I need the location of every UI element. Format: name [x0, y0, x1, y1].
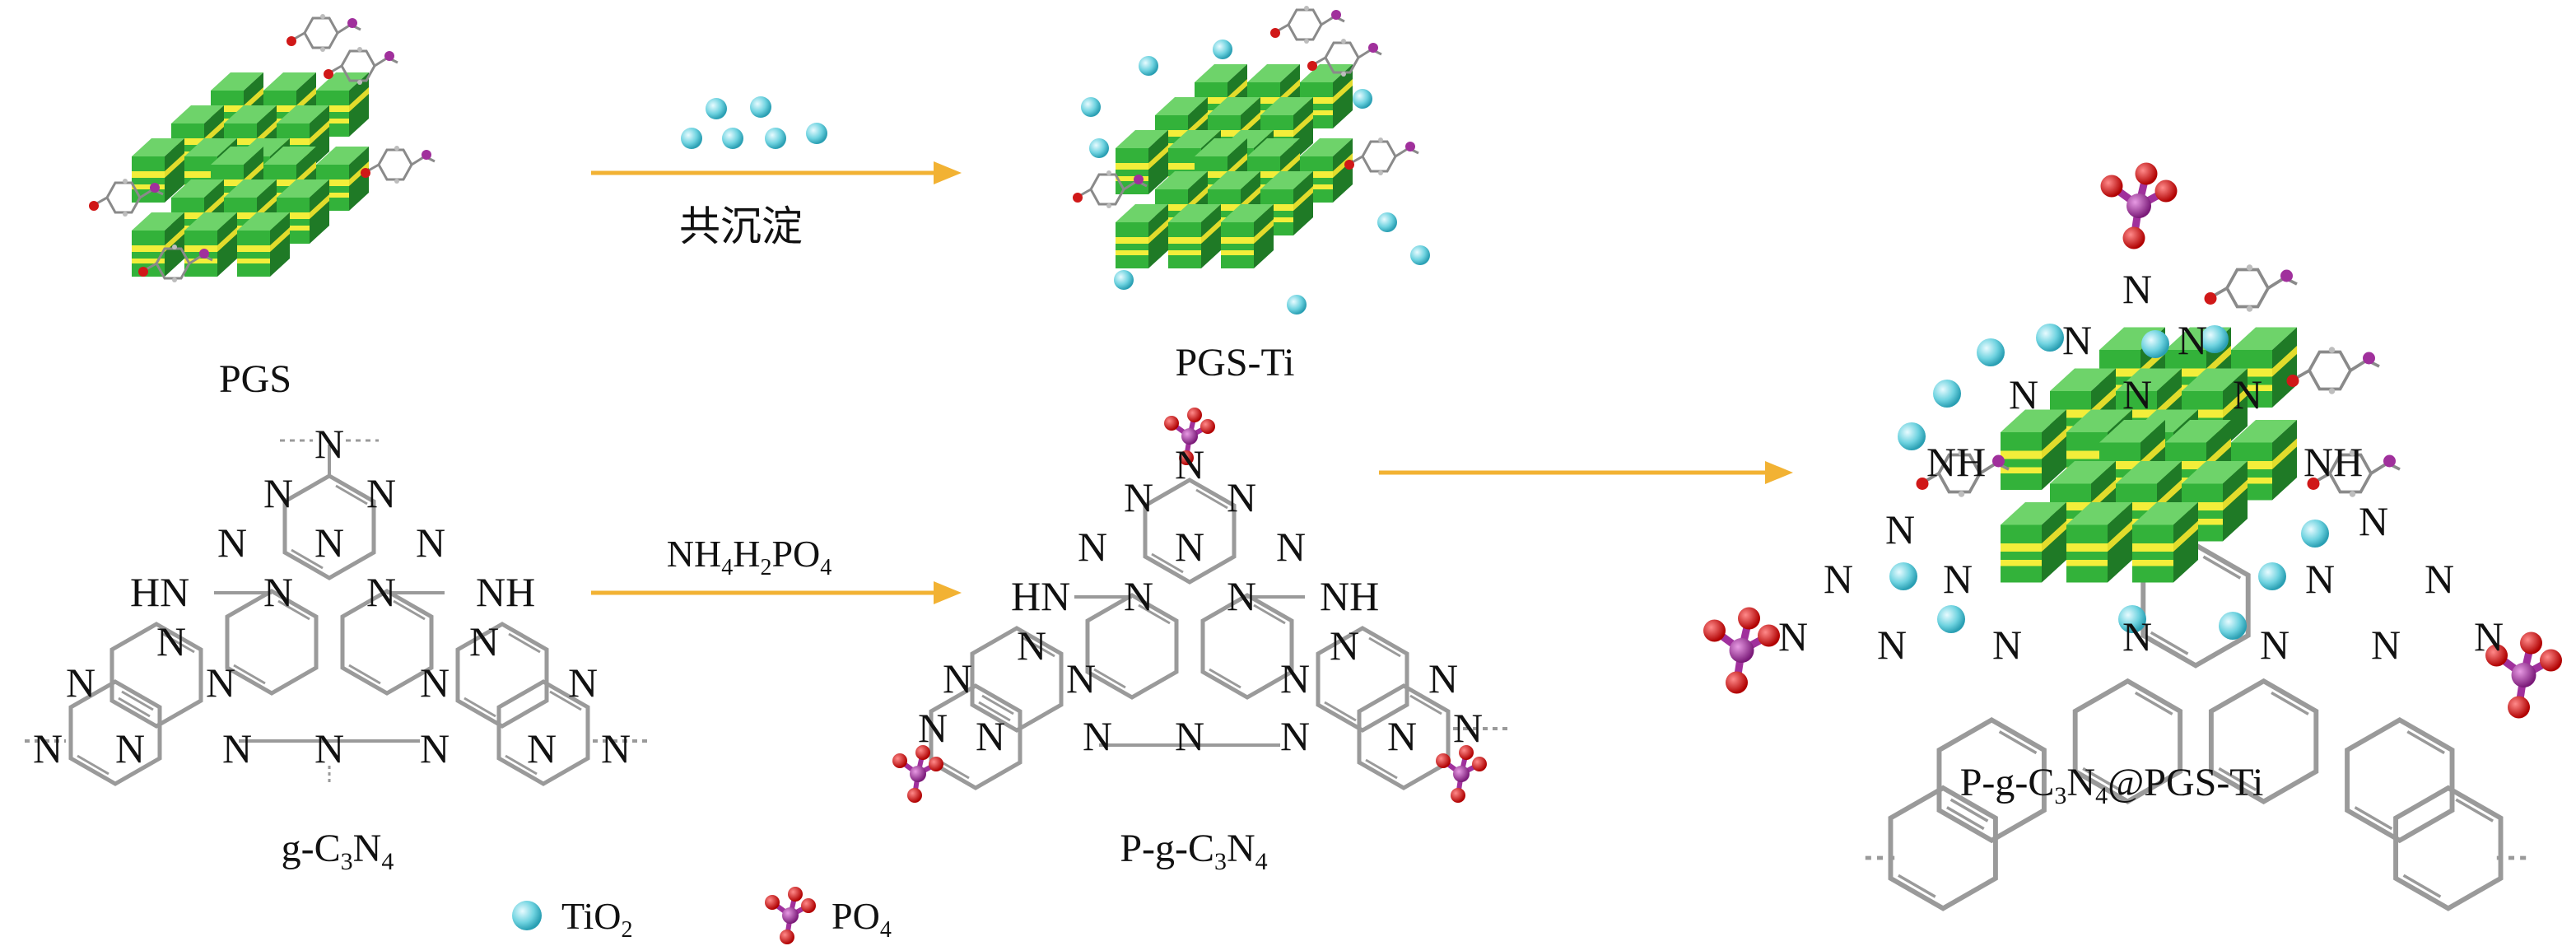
- atom-n: N: [601, 725, 631, 771]
- atom-n: N: [1330, 622, 1359, 669]
- composite-structure: N N N N N N NH NH N N N N N N N N N N N …: [1703, 163, 2562, 909]
- atom-n: N: [2260, 622, 2290, 668]
- atom-n: N: [1083, 713, 1112, 759]
- atom-n: N: [1227, 573, 1256, 619]
- legend: TiO2 PO4: [512, 887, 892, 944]
- atom-n: N: [1276, 524, 1306, 570]
- pgs-structure: [87, 12, 436, 284]
- atom-n: N: [1943, 556, 1973, 602]
- pgs-ti-structure: [1071, 4, 1430, 315]
- atom-n: N: [420, 725, 450, 771]
- atom-n: N: [469, 618, 499, 664]
- atom-n: N: [2009, 371, 2038, 417]
- pgs-ti-label: PGS-Ti: [1175, 341, 1294, 384]
- atom-n: N: [1778, 613, 1808, 659]
- atom-n: N: [314, 725, 344, 771]
- atom-n: N: [263, 569, 293, 615]
- tio2-legend-icon: [512, 901, 542, 930]
- arrow-coprecipitation: [591, 161, 962, 184]
- atom-n: N: [206, 659, 235, 706]
- p-g-c3n4-structure: N N N N N N HN N N NH N N N N N N N N N …: [892, 408, 1511, 803]
- atom-n: N: [1175, 524, 1204, 570]
- step-label-coprecipitation: 共沉淀: [679, 203, 803, 249]
- atom-n: N: [314, 421, 344, 467]
- atom-n: N: [1387, 713, 1417, 759]
- atom-n: N: [2474, 613, 2504, 659]
- g-c3n4-label: g-C3N4: [282, 827, 394, 875]
- atom-n: N: [66, 659, 95, 706]
- atom-n: N: [314, 520, 344, 566]
- atom-n: N: [2305, 556, 2335, 602]
- atom-n: N: [918, 705, 948, 751]
- composite-label: P-g-C3N4@PGS-Ti: [1960, 761, 2264, 809]
- atom-n: N: [1175, 713, 1204, 759]
- atom-n: N: [2359, 498, 2388, 544]
- atom-n: N: [943, 655, 972, 701]
- atom-n: N: [1885, 506, 1915, 552]
- atom-n: N: [2122, 371, 2152, 417]
- atom-n: N: [2122, 266, 2152, 312]
- atom-n: N: [2371, 622, 2401, 668]
- atom-n: N: [1824, 556, 1853, 602]
- legend-po4-label: PO4: [831, 895, 892, 943]
- atom-n: N: [2122, 613, 2152, 659]
- arrow-assembly: [1379, 461, 1793, 484]
- atom-n: N: [1280, 655, 1310, 701]
- atom-n: N: [1280, 713, 1310, 759]
- atom-n: N: [1017, 622, 1046, 669]
- step-label-nh4h2po4: NH4H2PO4: [667, 533, 832, 580]
- atom-n: N: [2233, 371, 2262, 417]
- atom-n: N: [1124, 573, 1153, 619]
- p-g-c3n4-label: P-g-C3N4: [1120, 827, 1267, 875]
- atom-n: N: [2062, 317, 2092, 363]
- atom-n: N: [263, 470, 293, 516]
- atom-n: N: [1066, 655, 1096, 701]
- atom-n: N: [217, 520, 247, 566]
- atom-n: N: [1227, 474, 1256, 520]
- po4-legend-icon: [765, 887, 816, 944]
- atom-n: N: [1877, 622, 1907, 668]
- atom-n: N: [2178, 317, 2207, 363]
- atom-nh: NH: [1320, 573, 1379, 619]
- atom-n: N: [1078, 524, 1107, 570]
- atom-n: N: [416, 520, 445, 566]
- atom-n: N: [1428, 655, 1458, 701]
- atom-nh: NH: [476, 569, 535, 615]
- atom-n: N: [1175, 441, 1204, 487]
- atom-n: N: [527, 725, 557, 771]
- atom-n: N: [33, 725, 63, 771]
- legend-tio2-label: TiO2: [561, 895, 632, 943]
- atom-nh: NH: [2303, 439, 2363, 485]
- atom-n: N: [976, 713, 1005, 759]
- atom-hn: HN: [1011, 573, 1070, 619]
- atom-n: N: [222, 725, 252, 771]
- atom-n: N: [1124, 474, 1153, 520]
- atom-n: N: [568, 659, 598, 706]
- atom-n: N: [1992, 622, 2022, 668]
- atom-n: N: [1453, 705, 1483, 751]
- atom-nh: NH: [1926, 439, 1986, 485]
- tio2-particles-reagent: [681, 96, 827, 149]
- atom-n: N: [366, 470, 396, 516]
- g-c3n4-structure: N N N N N N HN N N NH N N N N N N N N N …: [25, 421, 650, 784]
- arrow-phosphorylation: [591, 581, 962, 604]
- pgs-label: PGS: [219, 357, 291, 401]
- atom-n: N: [366, 569, 396, 615]
- atom-n: N: [156, 618, 186, 664]
- atom-hn: HN: [130, 569, 189, 615]
- atom-n: N: [2425, 556, 2454, 602]
- atom-n: N: [420, 659, 450, 706]
- atom-n: N: [115, 725, 145, 771]
